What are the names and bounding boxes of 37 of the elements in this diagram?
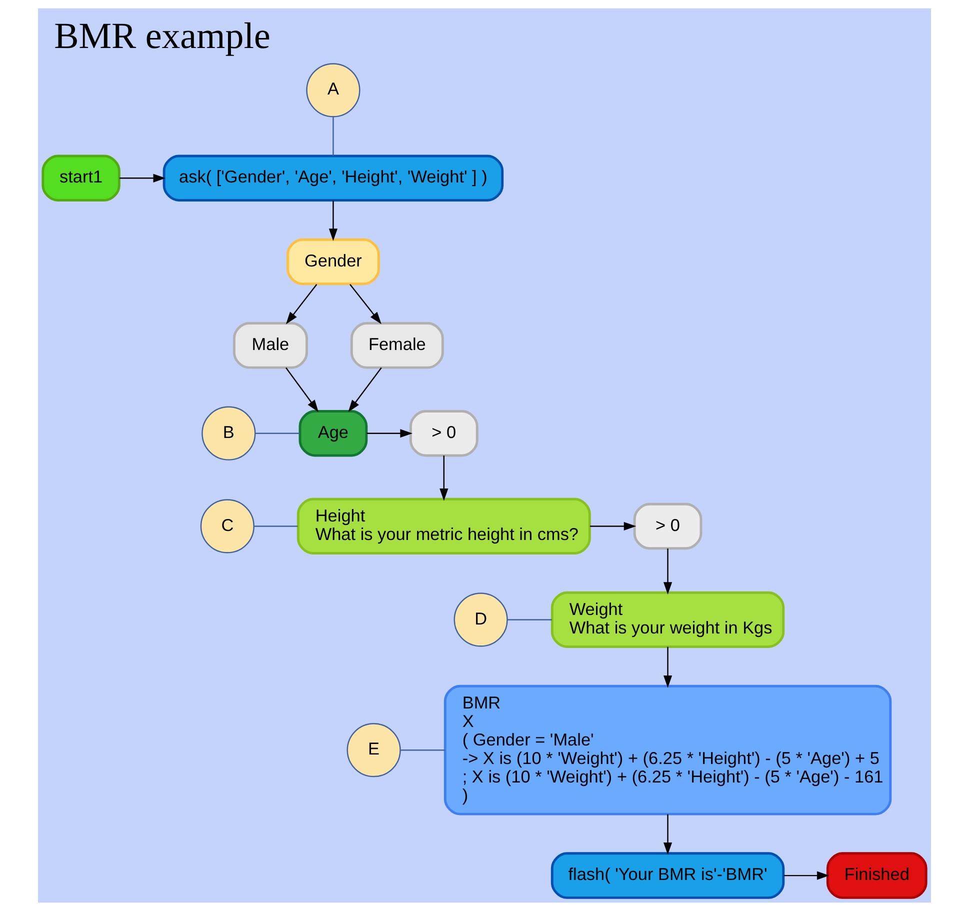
node-circle: C — [200, 499, 254, 554]
arrow — [366, 429, 412, 438]
node-box: Finished — [826, 852, 927, 899]
node-circle: A — [306, 63, 360, 118]
arrow — [284, 367, 318, 412]
node-box: > 0 — [632, 502, 702, 550]
connector — [254, 432, 300, 434]
arrow — [589, 522, 636, 531]
node-box: Female — [350, 322, 444, 369]
node-box: > 0 — [408, 410, 478, 457]
arrow — [348, 367, 382, 412]
connector — [254, 526, 298, 527]
node-box: Height What is your metric height in cms? — [296, 498, 590, 555]
arrow — [349, 284, 381, 324]
arrow — [783, 871, 829, 880]
arrow — [328, 200, 338, 241]
connector — [332, 117, 334, 156]
arrow — [662, 814, 672, 855]
node-circle: B — [201, 406, 256, 460]
diagram-title: BMR example — [54, 14, 270, 56]
node-circle: D — [453, 592, 508, 647]
node-box: BMR X ( Gender = 'Male' -> X is (10 * 'Weight') + (6.25 * 'Height') - (5 * 'Age') + 5 ; X is (10 * 'Weight') + (6.25 * 'Height') - (5 * 'Age') - 161 ) — [443, 684, 892, 816]
arrow — [662, 646, 672, 688]
arrow — [662, 548, 672, 594]
connector — [506, 619, 552, 620]
node-box: Age — [298, 410, 368, 457]
node-box: Male — [232, 322, 308, 369]
node-box: ask( ['Gender', 'Age', 'Height', 'Weight' ] ) — [162, 154, 504, 202]
arrow — [285, 284, 317, 324]
node-box: start1 — [41, 154, 120, 202]
node-box: Gender — [286, 238, 380, 286]
connector — [400, 749, 445, 751]
node-box: Weight What is your weight in Kgs — [550, 591, 784, 648]
arrow — [439, 456, 448, 501]
node-box: flash( 'Your BMR is'-'BMR' — [550, 852, 784, 899]
node-circle: E — [346, 723, 400, 778]
arrow — [118, 174, 166, 182]
